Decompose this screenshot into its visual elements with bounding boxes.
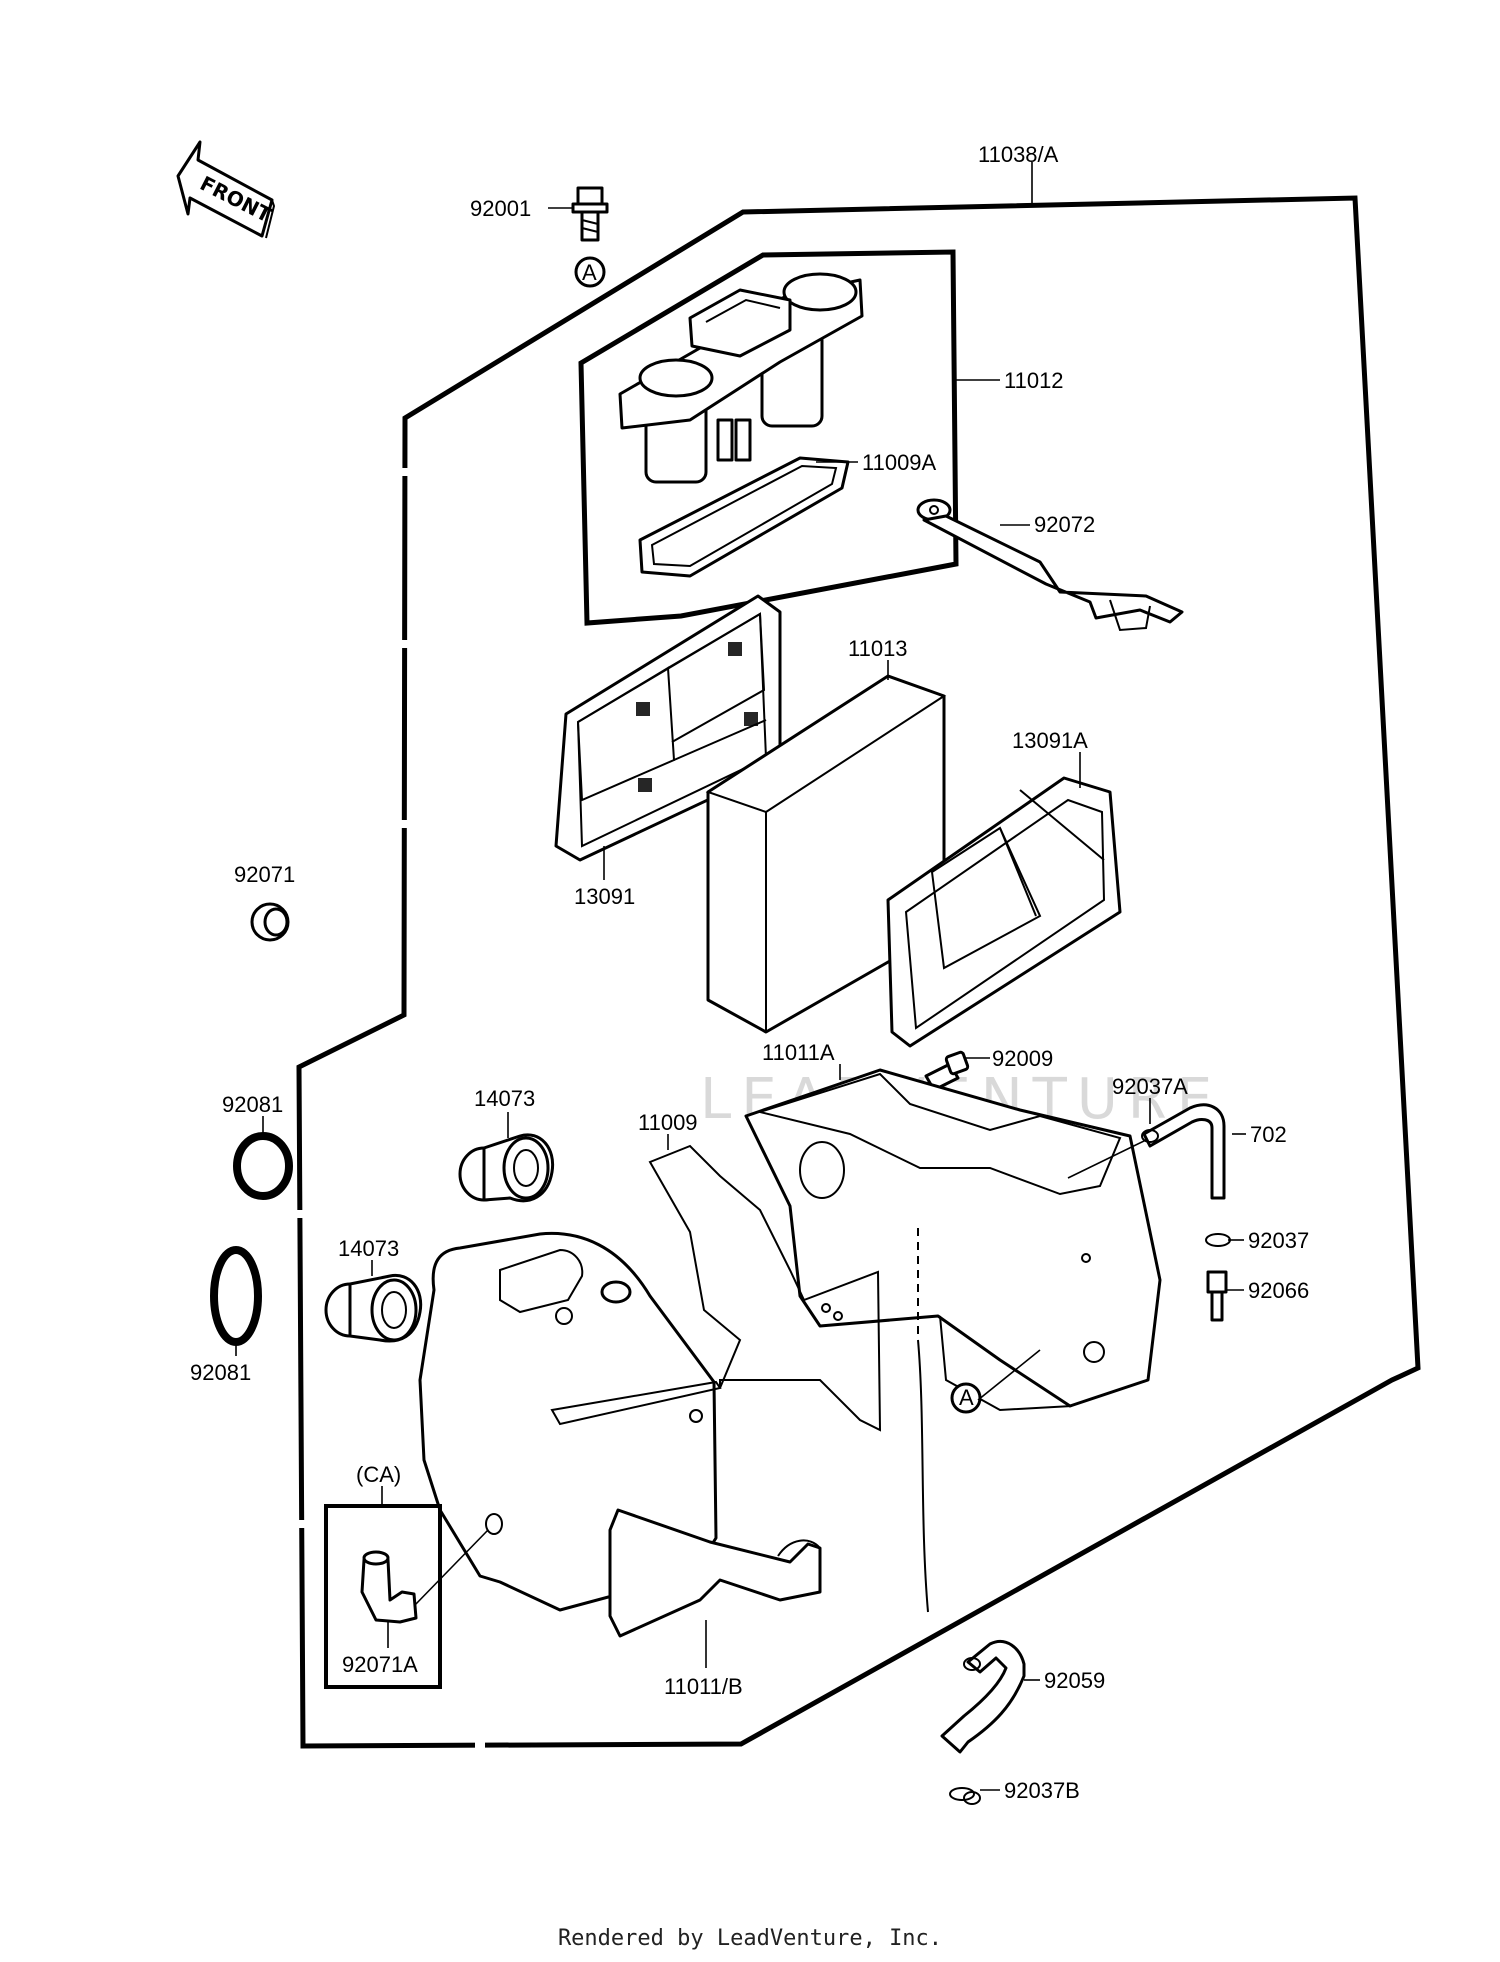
elbow-92071a-icon <box>360 1529 489 1648</box>
label-ref-a-mid: A <box>959 1385 974 1410</box>
footer-credit: Rendered by LeadVenture, Inc. <box>557 1926 943 1951</box>
label-11013: 11013 <box>848 636 908 661</box>
clamp-92037b-icon <box>949 1787 1000 1805</box>
air-element-11013 <box>705 660 947 1034</box>
label-92037a: 92037A <box>1112 1074 1188 1099</box>
gasket-11009a <box>638 456 850 578</box>
ca-subframe <box>324 1504 442 1689</box>
label-92071: 92071 <box>234 862 295 887</box>
case-upper-11011a <box>744 1064 1162 1412</box>
element-holder-13091a <box>886 752 1122 1048</box>
label-14073-bottom: 14073 <box>338 1236 399 1261</box>
seal-ring-92081-bottom-icon <box>210 1246 262 1356</box>
label-92081-top: 92081 <box>222 1092 283 1117</box>
label-92001: 92001 <box>470 196 531 221</box>
case-lower-11011b <box>418 1231 822 1668</box>
drain-hose-92059 <box>917 1339 1040 1754</box>
frame-gaps <box>295 468 1393 1750</box>
label-ref-a-top: A <box>582 260 597 285</box>
label-14073-top: 14073 <box>474 1086 535 1111</box>
label-92009: 92009 <box>992 1046 1053 1071</box>
hose-702 <box>1142 1103 1246 1200</box>
label-11009: 11009 <box>638 1110 698 1135</box>
label-11012: 11012 <box>1004 368 1064 393</box>
grommet-92071-icon <box>250 902 290 942</box>
gasket-11009 <box>648 1144 882 1432</box>
label-13091a: 13091A <box>1012 728 1088 753</box>
label-ca: (CA) <box>356 1462 401 1487</box>
subframe-11012 <box>578 249 959 626</box>
label-92066: 92066 <box>1248 1278 1309 1303</box>
label-11009a: 11009A <box>862 450 937 475</box>
label-13091: 13091 <box>574 884 635 909</box>
label-92037: 92037 <box>1248 1228 1309 1253</box>
plug-92066-icon <box>1206 1270 1244 1322</box>
front-arrow-icon: FRONT <box>176 140 276 239</box>
label-92081-bottom: 92081 <box>190 1360 251 1385</box>
label-92071a: 92071A <box>342 1652 418 1677</box>
intake-duct-11012 <box>618 272 864 484</box>
bracket-92072 <box>916 498 1184 632</box>
clamp-92037a-icon <box>1141 1098 1159 1143</box>
label-92037b: 92037B <box>1004 1778 1080 1803</box>
seal-ring-92081-top-icon <box>233 1116 293 1200</box>
label-11011a: 11011A <box>762 1040 835 1065</box>
cap-14073-bottom-icon <box>324 1260 423 1343</box>
screw-92009-icon <box>924 1050 990 1092</box>
label-92072: 92072 <box>1034 512 1095 537</box>
bolt-92001-icon <box>571 186 609 242</box>
ref-a-top-circle <box>574 256 606 288</box>
label-11038-a: 11038/A <box>978 142 1059 167</box>
assembly-frame <box>296 195 1421 1749</box>
clamp-92037-icon <box>1205 1233 1244 1247</box>
label-11011-b: 11011/B <box>664 1674 743 1699</box>
cap-14073-top-icon <box>458 1112 555 1203</box>
label-702: 702 <box>1250 1122 1287 1147</box>
label-92059: 92059 <box>1044 1668 1105 1693</box>
